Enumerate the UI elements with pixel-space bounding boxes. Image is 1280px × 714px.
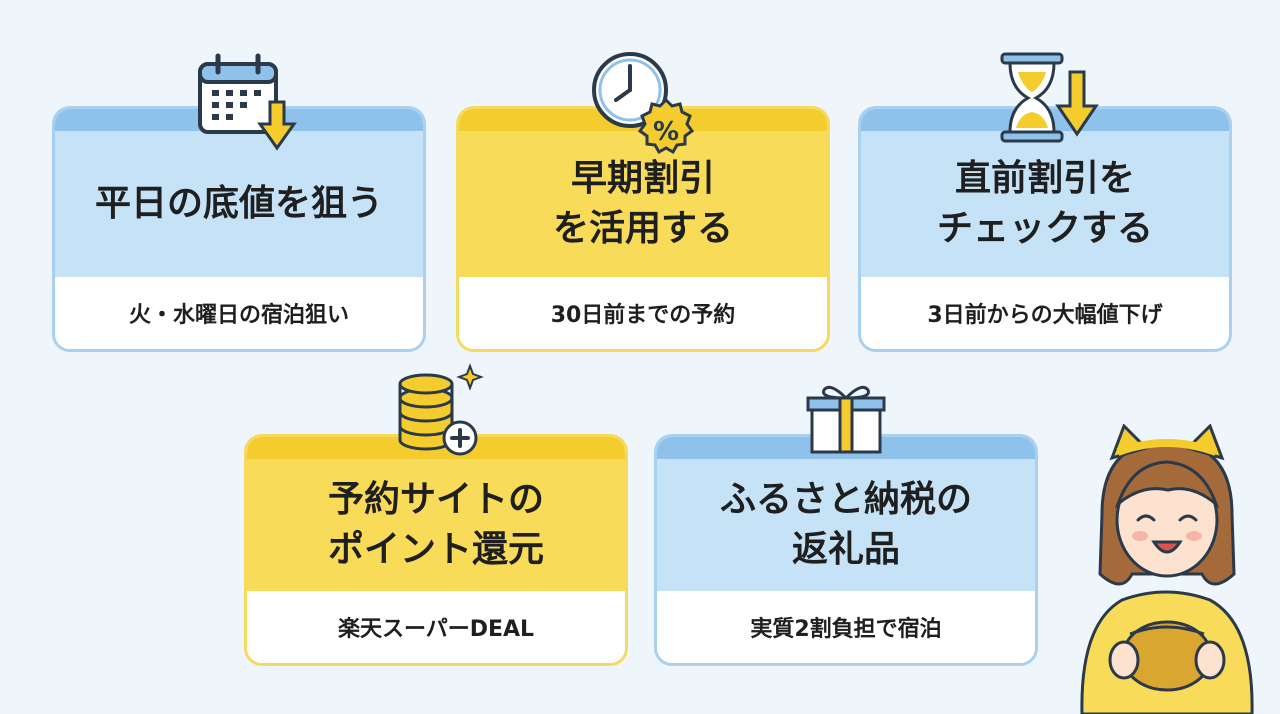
- card-subtitle: 3日前からの大幅値下げ: [861, 277, 1229, 349]
- card-title: 直前割引を チェックする: [861, 131, 1229, 277]
- svg-text:%: %: [653, 117, 679, 147]
- coins-plus-icon: [398, 363, 484, 456]
- tip-card-weekday: 平日の底値を狙う 火・水曜日の宿泊狙い: [52, 106, 426, 352]
- card-title: 予約サイトの ポイント還元: [247, 459, 625, 591]
- tip-card-points: 予約サイトの ポイント還元 楽天スーパーDEAL: [244, 434, 628, 666]
- card-subtitle: 火・水曜日の宿泊狙い: [55, 277, 423, 349]
- card-subtitle: 実質2割負担で宿泊: [657, 591, 1035, 663]
- card-title: 平日の底値を狙う: [55, 131, 423, 277]
- tip-card-early-discount: 早期割引 を活用する 30日前までの予約: [456, 106, 830, 352]
- hourglass-down-icon: [1000, 52, 1099, 143]
- girl-with-coin-purse-icon: [1080, 424, 1254, 714]
- card-subtitle: 30日前までの予約: [459, 277, 827, 349]
- tip-card-last-minute: 直前割引を チェックする 3日前からの大幅値下げ: [858, 106, 1232, 352]
- tip-card-furusato: ふるさと納税の 返礼品 実質2割負担で宿泊: [654, 434, 1038, 666]
- calendar-down-icon: [198, 53, 297, 151]
- gift-box-icon: [806, 385, 886, 454]
- card-title: 早期割引 を活用する: [459, 131, 827, 277]
- card-subtitle: 楽天スーパーDEAL: [247, 591, 625, 663]
- clock-discount-icon: %: [592, 52, 695, 155]
- card-title: ふるさと納税の 返礼品: [657, 459, 1035, 591]
